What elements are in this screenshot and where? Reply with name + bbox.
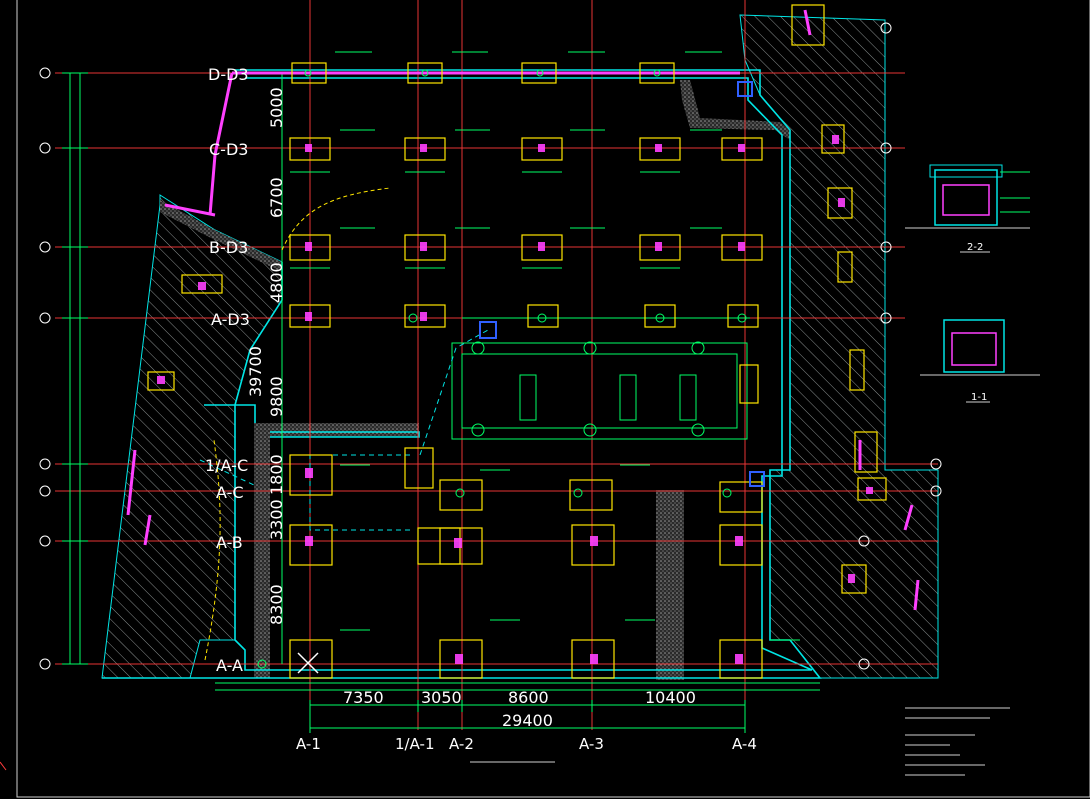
dashed-links	[199, 329, 489, 531]
dim-1800: 1800	[267, 454, 286, 495]
dim-8600: 8600	[508, 688, 549, 707]
grid-label-a-4: A-4	[732, 735, 757, 753]
cross-marker	[297, 652, 319, 674]
general-notes-block	[470, 707, 1010, 776]
grid-bubbles-right	[858, 22, 942, 670]
footing-pads	[147, 4, 887, 679]
dim-total-29400: 29400	[502, 711, 553, 730]
grid-col-labels: A-1 1/A-1 A-2 A-3 A-4	[296, 735, 757, 753]
grid-lines	[55, 0, 938, 730]
horizontal-dimensions: 7350 3050 8600 10400 29400	[343, 688, 696, 730]
grid-label-d-d3: D-D3	[208, 65, 249, 84]
left-dimension-lines	[62, 72, 283, 665]
annotation-ticks	[290, 51, 800, 641]
dim-4800: 4800	[267, 262, 286, 303]
grid-label-a-3: A-3	[579, 735, 604, 753]
dim-9800: 9800	[267, 376, 286, 417]
section-titles: 2-2 1-1	[967, 242, 987, 403]
section-label-1-1: 1-1	[971, 392, 987, 403]
grid-label-a-b: A-B	[216, 533, 243, 552]
foundation-beams	[451, 317, 750, 440]
arc-curve-left	[204, 439, 221, 661]
grid-label-a-a: A-A	[216, 656, 243, 675]
bottom-dimension-lines	[215, 682, 820, 733]
dim-3300: 3300	[267, 499, 286, 540]
dim-39700: 39700	[246, 346, 265, 397]
dim-3050: 3050	[421, 688, 462, 707]
pile-markers	[257, 69, 747, 669]
section-label-2-2: 2-2	[967, 242, 983, 253]
section-detail-2-2	[905, 164, 1030, 253]
grid-label-a-d3: A-D3	[211, 310, 250, 329]
dim-8300: 8300	[267, 584, 286, 625]
drawing-border	[16, 0, 1090, 798]
grid-bubbles-left	[39, 67, 51, 670]
hatched-slope-zones	[101, 14, 939, 679]
left-edge-marker	[0, 761, 7, 771]
dim-5000: 5000	[267, 87, 286, 128]
dim-6700: 6700	[267, 177, 286, 218]
dim-10400: 10400	[645, 688, 696, 707]
grid-row-labels: D-D3 C-D3 B-D3 A-D3 1/A-C A-C A-B A-A	[205, 65, 250, 675]
top-tie-beam	[164, 71, 740, 217]
grid-label-a-2: A-2	[449, 735, 474, 753]
dotted-wall-band	[160, 80, 790, 680]
vertical-dimensions: 5000 6700 4800 9800 1800 3300 8300 39700	[246, 87, 286, 625]
perimeter-wall	[102, 69, 822, 679]
grid-label-b-d3: B-D3	[209, 238, 248, 257]
drainage-pits	[479, 81, 765, 487]
grid-label-1-a-c: 1/A-C	[205, 456, 248, 475]
grid-label-a-c: A-C	[216, 483, 244, 502]
section-detail-1-1	[920, 319, 1040, 403]
grid-label-1-a-1: 1/A-1	[395, 735, 435, 753]
dim-7350: 7350	[343, 688, 384, 707]
grid-label-a-1: A-1	[296, 735, 321, 753]
magenta-ticks	[126, 9, 920, 611]
grid-label-c-d3: C-D3	[209, 140, 248, 159]
column-stubs	[157, 135, 873, 664]
arc-curve	[281, 187, 391, 251]
